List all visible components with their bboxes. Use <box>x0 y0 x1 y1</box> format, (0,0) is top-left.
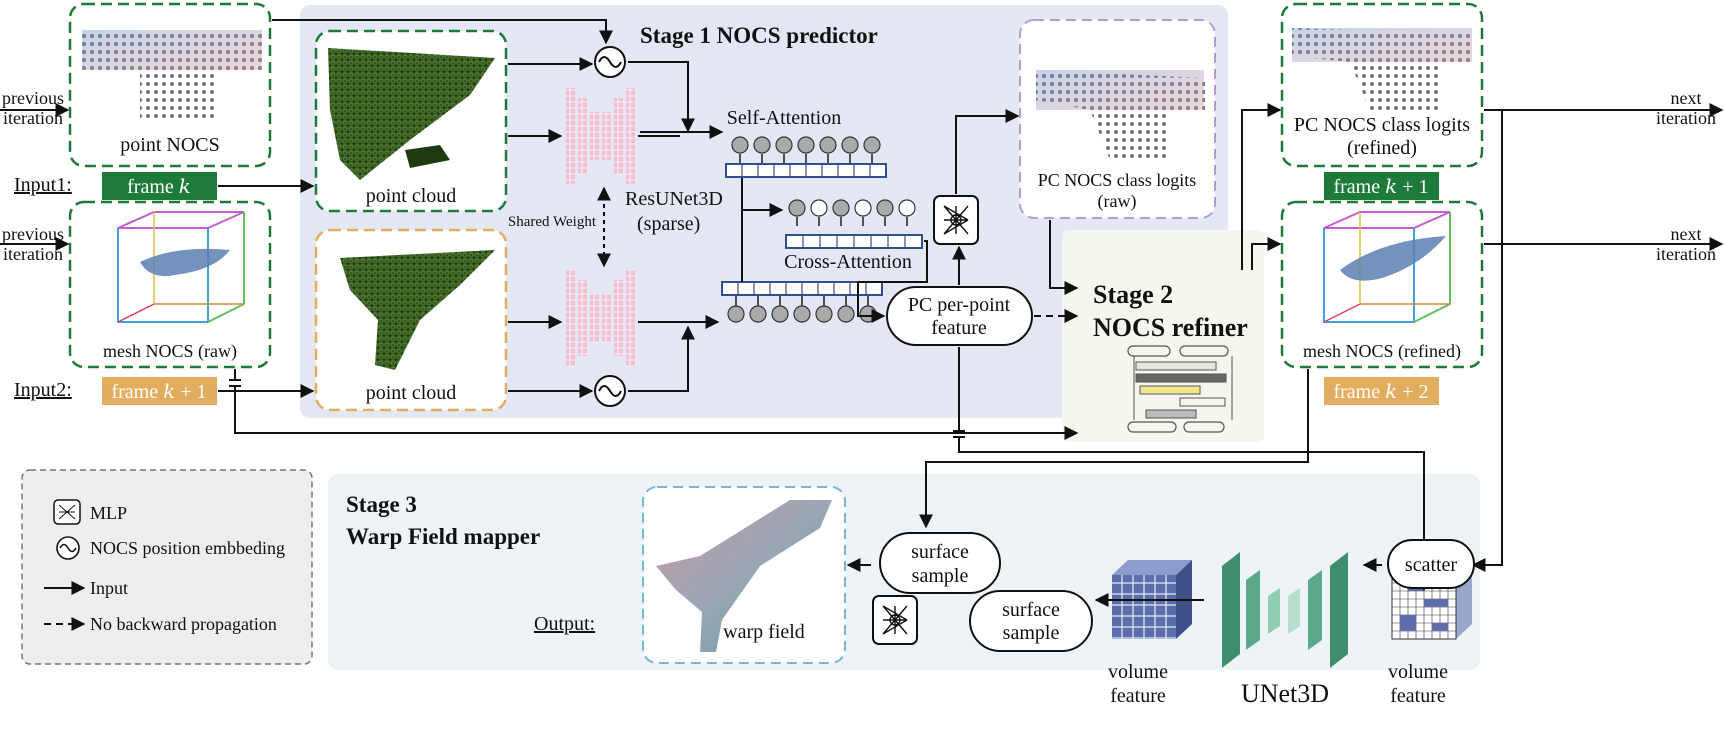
pc-logits-refined-panel: PC NOCS class logits (refined) <box>1280 2 1484 168</box>
pc-logits-raw-line1: PC NOCS class logits <box>1038 170 1197 190</box>
point-cloud-panel-2: point cloud <box>314 228 508 412</box>
surface-sample-node: surface sample <box>969 590 1093 652</box>
volume-feature-label-2: volume <box>1388 661 1448 683</box>
connectors <box>218 19 1503 607</box>
stage3-title: Stage 3 <box>346 492 417 517</box>
pc-logits-raw-line2: (raw) <box>1098 191 1137 212</box>
volume-feature-label-2b: feature <box>1390 685 1446 707</box>
mesh-nocs-raw-label: mesh NOCS (raw) <box>103 341 237 362</box>
legend-input-label: Input <box>90 578 128 598</box>
rgb-cube-icon-refined <box>1323 211 1451 323</box>
shared-weight-label: Shared Weight <box>508 214 597 230</box>
pc-logits-raw-panel: PC NOCS class logits (raw) <box>1019 19 1216 219</box>
point-nocs-panel: point NOCS <box>68 2 272 168</box>
next-iteration-2: next <box>1671 224 1702 244</box>
mlp-icon-stage3 <box>872 595 918 645</box>
point-nocs-label: point NOCS <box>120 134 219 156</box>
frame-k2-badge: frame 𝑘 + 2 <box>1324 377 1439 405</box>
rgb-cube-icon <box>117 211 245 323</box>
next-iteration-1: next <box>1671 88 1702 108</box>
cross-attention-block <box>785 199 923 249</box>
point-cloud-thumbnail-2 <box>340 250 495 370</box>
mesh-nocs-refined-panel: mesh NOCS (refined) <box>1280 200 1484 369</box>
surface-sample-label-1: surface <box>911 541 969 563</box>
legend-box <box>21 469 313 665</box>
previous-iteration-2b: iteration <box>3 244 63 264</box>
input1-label: Input1: <box>14 174 72 196</box>
resunet3d-block-bottom <box>566 270 635 366</box>
mesh-nocs-refined-label: mesh NOCS (refined) <box>1303 341 1461 362</box>
legend-no-backward: No backward propagation <box>44 614 277 634</box>
resunet3d-label: ResUNet3D <box>625 188 723 210</box>
nocs-embedding-icon-bottom <box>594 375 626 407</box>
legend-nocs-embedding-label: NOCS position embbeding <box>90 538 285 558</box>
scatter-button: scatter <box>1387 539 1475 589</box>
point-cloud-thumbnail-1 <box>328 48 495 180</box>
point-cloud-label-1: point cloud <box>366 185 457 207</box>
output-label: Output: <box>534 613 595 635</box>
legend-mlp: MLP <box>53 499 127 525</box>
scatter-label: scatter <box>1405 554 1458 576</box>
frame-k1-right-text: frame 𝑘 + 1 <box>1333 176 1428 198</box>
next-iteration-2b: iteration <box>1656 244 1716 264</box>
frame-k1-badge-right: frame 𝑘 + 1 <box>1324 172 1439 200</box>
frame-k-badge: frame 𝑘 <box>102 172 217 200</box>
previous-iteration-2: previous <box>2 224 64 244</box>
cross-attention-label: Cross-Attention <box>784 251 912 273</box>
stage2-background <box>1062 230 1264 442</box>
previous-iteration-1b: iteration <box>3 108 63 128</box>
nocs-embedding-icon-top <box>594 46 626 78</box>
stage2-subtitle: NOCS refiner <box>1093 313 1248 342</box>
legend-nocs-embedding: NOCS position embbeding <box>56 536 285 560</box>
surface-sample-button: surface sample <box>879 532 1001 594</box>
stage3-subtitle: Warp Field mapper <box>346 524 540 549</box>
pc-per-point-feature-node: PC per-point feature <box>886 286 1033 346</box>
pc-per-point-feature-line1: PC per-point <box>908 294 1011 316</box>
input2-label: Input2: <box>14 379 72 401</box>
self-attention-block <box>725 136 887 178</box>
frame-k1-text: frame 𝑘 + 1 <box>111 381 206 403</box>
point-cloud-label-2: point cloud <box>366 382 457 404</box>
warp-field-panel: warp field <box>642 486 846 664</box>
frame-k1-badge: frame 𝑘 + 1 <box>102 377 217 405</box>
mlp-icon-stage1 <box>933 195 979 245</box>
surface-sample-line2: sample <box>1003 622 1060 644</box>
unet3d-block <box>1222 552 1348 668</box>
point-cloud-panel-1: point cloud <box>314 29 508 213</box>
volume-feature-label-1b: feature <box>1110 685 1166 707</box>
legend-input: Input <box>44 578 128 598</box>
frame-k-text: frame 𝑘 <box>127 176 191 198</box>
resunet3d-block-top <box>566 88 635 184</box>
nocs-refiner-diagram <box>1127 345 1233 433</box>
previous-iteration-1: previous <box>2 88 64 108</box>
stage1-title: Stage 1 NOCS predictor <box>640 23 878 48</box>
legend-no-backward-label: No backward propagation <box>90 614 277 634</box>
surface-sample-line1: surface <box>1002 599 1060 621</box>
resunet3d-sparse-label: (sparse) <box>637 213 700 235</box>
volume-feature-label-1: volume <box>1108 661 1168 683</box>
warp-field-thumbnail <box>656 500 832 652</box>
stage2-title: Stage 2 <box>1093 280 1173 309</box>
surface-sample-label-2: sample <box>912 565 969 587</box>
self-attention-label: Self-Attention <box>727 107 841 129</box>
pc-logits-refined-line1: PC NOCS class logits <box>1294 114 1470 136</box>
next-iteration-1b: iteration <box>1656 108 1716 128</box>
legend-mlp-label: MLP <box>90 503 127 523</box>
pc-per-point-feature-line2: feature <box>931 317 987 339</box>
warp-field-label: warp field <box>723 621 805 643</box>
pc-logits-refined-line2: (refined) <box>1347 137 1417 159</box>
attention-row-bottom <box>721 281 883 323</box>
unet3d-label: UNet3D <box>1241 679 1329 708</box>
frame-k2-text: frame 𝑘 + 2 <box>1333 381 1428 403</box>
mesh-nocs-raw-panel: mesh NOCS (raw) <box>68 200 272 369</box>
